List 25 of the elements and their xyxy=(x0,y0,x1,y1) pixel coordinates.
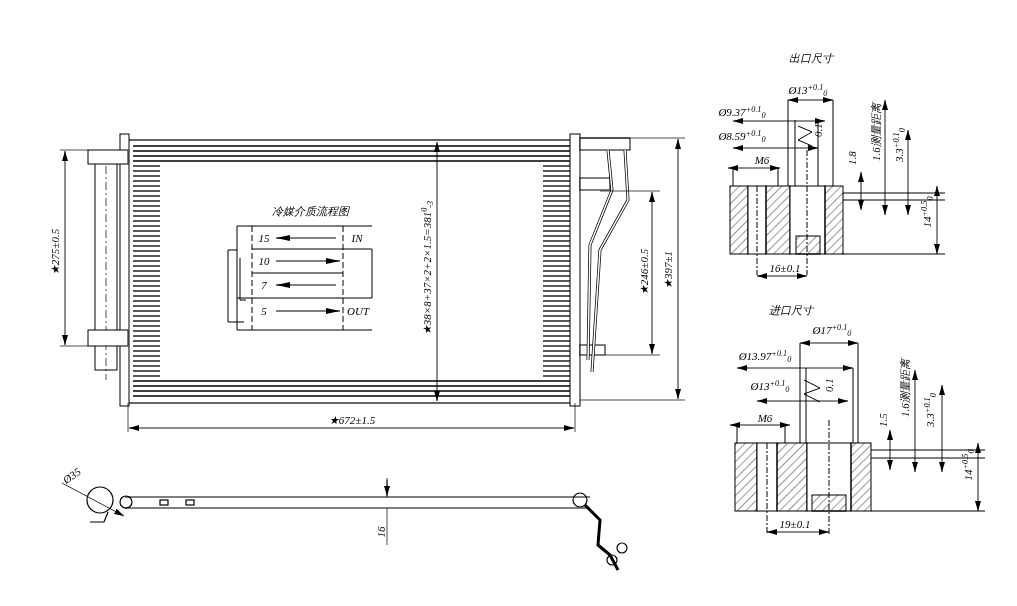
dimension-text: ★672±1.5 xyxy=(328,414,376,426)
dimension-text: ★397±1 xyxy=(662,251,674,289)
pass-number: 7 xyxy=(261,279,267,291)
flow-title: 冷媒介质流程图 xyxy=(271,205,349,217)
pass-number: 5 xyxy=(261,305,267,317)
surface-text: 0.1 xyxy=(823,378,835,392)
outlet-text: OUT xyxy=(347,305,369,317)
dimension-text: 1.6测量距离 xyxy=(899,359,911,417)
dimension-text: 16±0.1 xyxy=(769,262,801,274)
dimension-text: 1.8 xyxy=(846,151,858,165)
dimension-text: 1.5 xyxy=(877,413,889,427)
inlet-text: IN xyxy=(351,232,363,244)
section-title: 出口尺寸 xyxy=(789,52,833,64)
dimension-text: M6 xyxy=(757,412,773,424)
surface-text: 0.1 xyxy=(812,123,824,137)
dimension-text: 1.6测量距离 xyxy=(870,103,882,161)
pass-number: 10 xyxy=(258,255,270,267)
dimension-text: ★275±0.5 xyxy=(49,228,61,276)
dimension-text: 19±0.1 xyxy=(779,518,811,530)
section-title: 进口尺寸 xyxy=(769,304,813,316)
dimension-text: 16 xyxy=(375,526,387,538)
dimension-text: M6 xyxy=(754,154,770,166)
dimension-text: Ø35 xyxy=(61,466,83,486)
pass-number: 15 xyxy=(258,232,270,244)
dimension-text: ★246±0.5 xyxy=(638,248,650,296)
